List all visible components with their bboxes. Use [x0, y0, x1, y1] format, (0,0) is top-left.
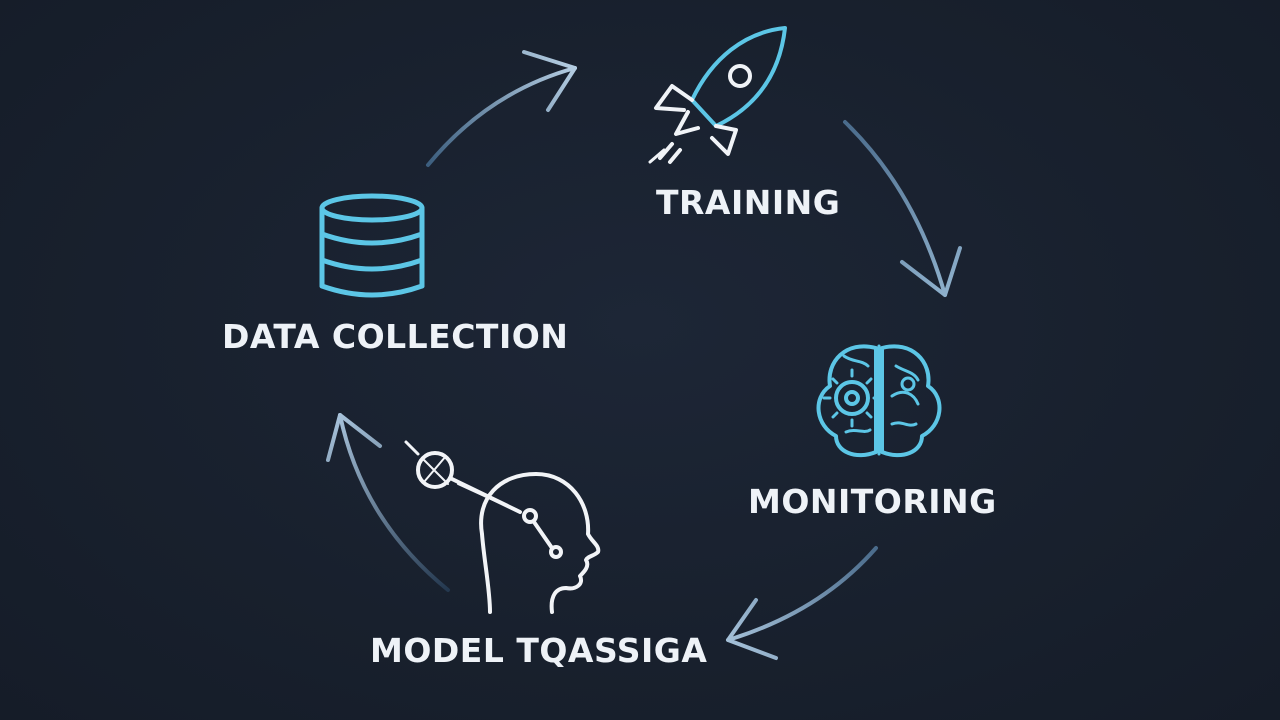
database-icon: [319, 193, 425, 298]
head-profile-icon: [404, 440, 601, 614]
arrow-data-to-training: [426, 50, 577, 167]
rocket-icon: [648, 26, 787, 164]
brain-gear-icon: [816, 344, 942, 458]
label-data-collection: DATA COLLECTION: [222, 317, 569, 356]
label-model-training: MODEL TQASSIGA: [370, 631, 708, 670]
label-monitoring: MONITORING: [748, 482, 997, 521]
arrow-model-to-data: [326, 413, 450, 592]
arrow-monitoring-to-model: [726, 546, 878, 660]
label-training: TRAINING: [656, 183, 841, 222]
arrow-training-to-monitoring: [843, 120, 962, 297]
